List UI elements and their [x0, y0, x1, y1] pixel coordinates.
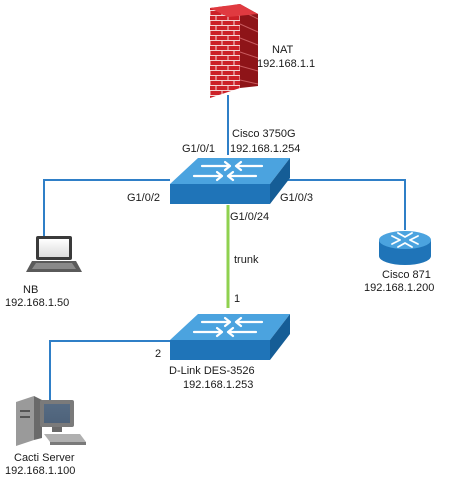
- trunk-label: trunk: [234, 254, 259, 266]
- brick-firewall-icon: [210, 4, 259, 98]
- port-g1-0-3: G1/0/3: [280, 192, 313, 204]
- nat-name: NAT: [272, 44, 293, 56]
- nat-ip: 192.168.1.1: [257, 58, 315, 70]
- router-icon: [379, 231, 431, 265]
- port-g1-0-1: G1/0/1: [182, 143, 215, 155]
- port-2: 2: [155, 348, 161, 360]
- nb-ip: 192.168.1.50: [5, 297, 69, 309]
- router-name: Cisco 871: [382, 269, 431, 281]
- access-switch-name: D-Link DES-3526: [169, 365, 255, 377]
- laptop-icon: [26, 236, 82, 272]
- access-switch-ip: 192.168.1.253: [183, 379, 253, 391]
- port-g1-0-24: G1/0/24: [230, 211, 269, 223]
- port-1: 1: [234, 293, 240, 305]
- network-switch-icon: [170, 158, 290, 204]
- port-g1-0-2: G1/0/2: [127, 192, 160, 204]
- core-switch-ip: 192.168.1.254: [230, 143, 300, 155]
- network-switch-icon: [170, 314, 290, 360]
- core-switch-name: Cisco 3750G: [232, 128, 296, 140]
- links: [43, 95, 406, 400]
- desktop-computer-icon: [16, 396, 86, 446]
- nb-name: NB: [23, 284, 38, 296]
- router-ip: 192.168.1.200: [364, 282, 434, 294]
- server-name: Cacti Server: [14, 452, 75, 464]
- server-ip: 192.168.1.100: [5, 465, 75, 477]
